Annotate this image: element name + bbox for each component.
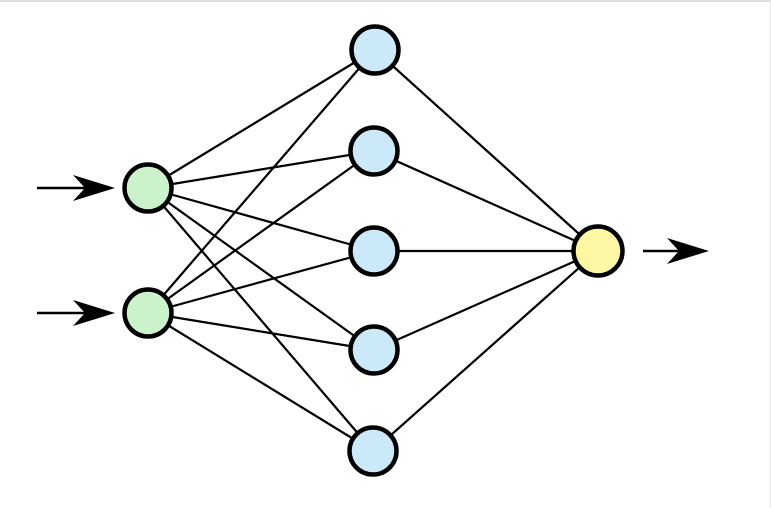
edge-i2-h4	[147, 311, 375, 352]
input-node-2	[122, 287, 174, 339]
edge-h2-o1	[373, 149, 599, 253]
edge-h5-o1	[372, 250, 599, 452]
input-arrow-2	[37, 300, 115, 326]
hidden-node-5	[347, 425, 399, 477]
input-node-1	[122, 162, 174, 214]
input-arrow-2-head	[73, 300, 115, 326]
input-arrow-1	[37, 175, 115, 201]
hidden-node-4	[348, 324, 400, 376]
edge-h1-o1	[374, 49, 599, 252]
output-arrow	[643, 238, 709, 264]
edge-i1-h5	[147, 187, 374, 452]
hidden-node-1	[349, 24, 401, 76]
edge-i1-h4	[147, 187, 375, 351]
input-arrow-1-head	[73, 175, 115, 201]
edge-i1-h3	[147, 186, 375, 253]
edge-i2-h5	[147, 312, 374, 452]
edge-i2-h1	[147, 49, 376, 314]
edge-i1-h1	[147, 49, 376, 189]
hidden-node-2	[348, 125, 400, 177]
output-arrow-head	[667, 238, 709, 264]
edge-h4-o1	[373, 249, 599, 352]
output-node-1	[571, 224, 625, 278]
edge-i1-h2	[147, 149, 375, 190]
hidden-node-3	[348, 225, 400, 277]
edge-i2-h3	[147, 249, 375, 315]
top-border-line	[0, 0, 771, 2]
edge-i2-h2	[147, 150, 375, 314]
